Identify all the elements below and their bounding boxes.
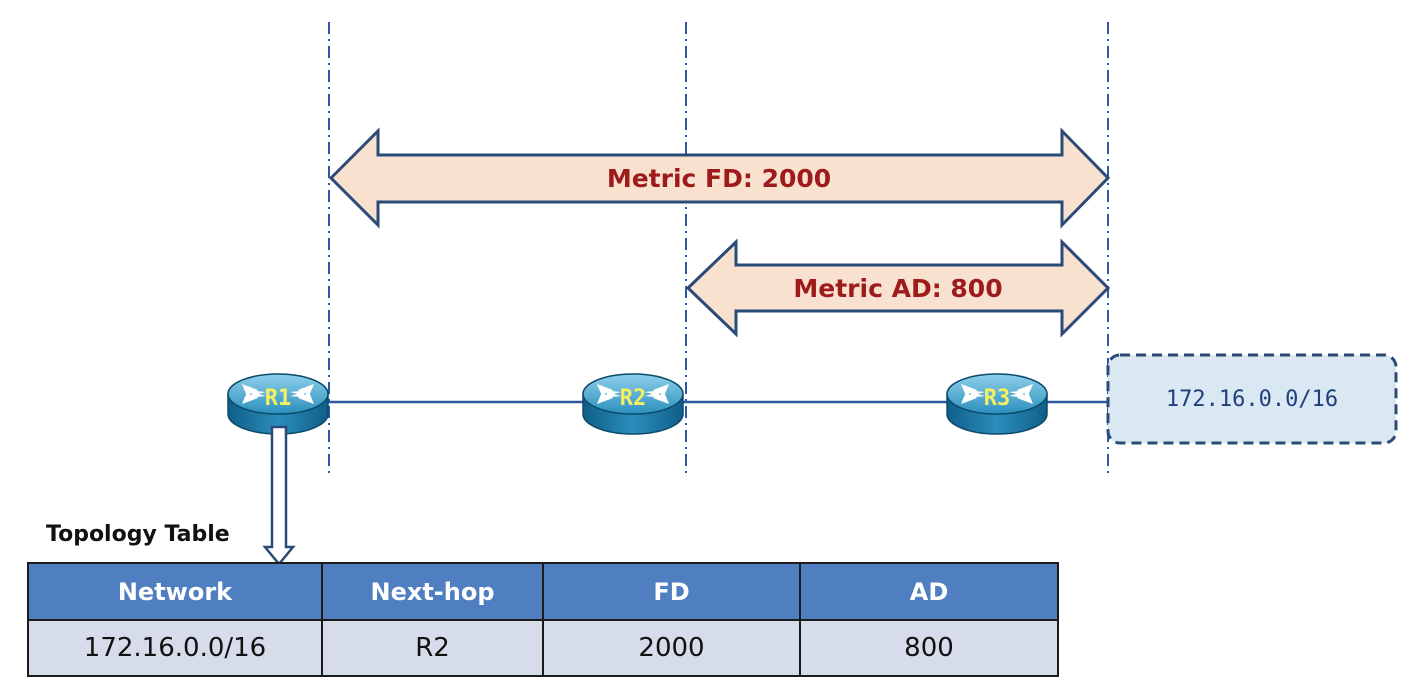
router-r2[interactable]: R2 bbox=[582, 373, 684, 435]
destination-network-label: 172.16.0.0/16 bbox=[1166, 387, 1338, 412]
column-header-fd: FD bbox=[542, 562, 801, 621]
ad-metric-label: Metric AD: 800 bbox=[793, 274, 1002, 303]
topology-table-title: Topology Table bbox=[46, 522, 230, 547]
ad-double-arrow bbox=[685, 238, 1111, 338]
column-header-next-hop: Next-hop bbox=[321, 562, 544, 621]
cell-fd: 2000 bbox=[542, 619, 801, 677]
table-row: 172.16.0.0/16 R2 2000 800 bbox=[27, 619, 1059, 677]
cell-next-hop: R2 bbox=[321, 619, 544, 677]
fd-metric-label: Metric FD: 2000 bbox=[607, 164, 831, 193]
destination-network-box bbox=[1106, 353, 1398, 445]
r1-to-table-arrow bbox=[262, 425, 296, 566]
column-header-ad: AD bbox=[799, 562, 1059, 621]
column-header-network: Network bbox=[27, 562, 323, 621]
table-header-row: Network Next-hop FD AD bbox=[27, 562, 1059, 621]
router-r3-label: R3 bbox=[984, 386, 1011, 411]
router-r2-label: R2 bbox=[620, 386, 647, 411]
router-r3[interactable]: R3 bbox=[946, 373, 1048, 435]
topology-table: Network Next-hop FD AD 172.16.0.0/16 R2 … bbox=[27, 562, 1059, 677]
cell-network: 172.16.0.0/16 bbox=[27, 619, 323, 677]
cell-ad: 800 bbox=[799, 619, 1059, 677]
router-r1[interactable]: R1 bbox=[227, 373, 329, 435]
router-r1-label: R1 bbox=[265, 386, 292, 411]
fd-double-arrow bbox=[328, 127, 1111, 229]
